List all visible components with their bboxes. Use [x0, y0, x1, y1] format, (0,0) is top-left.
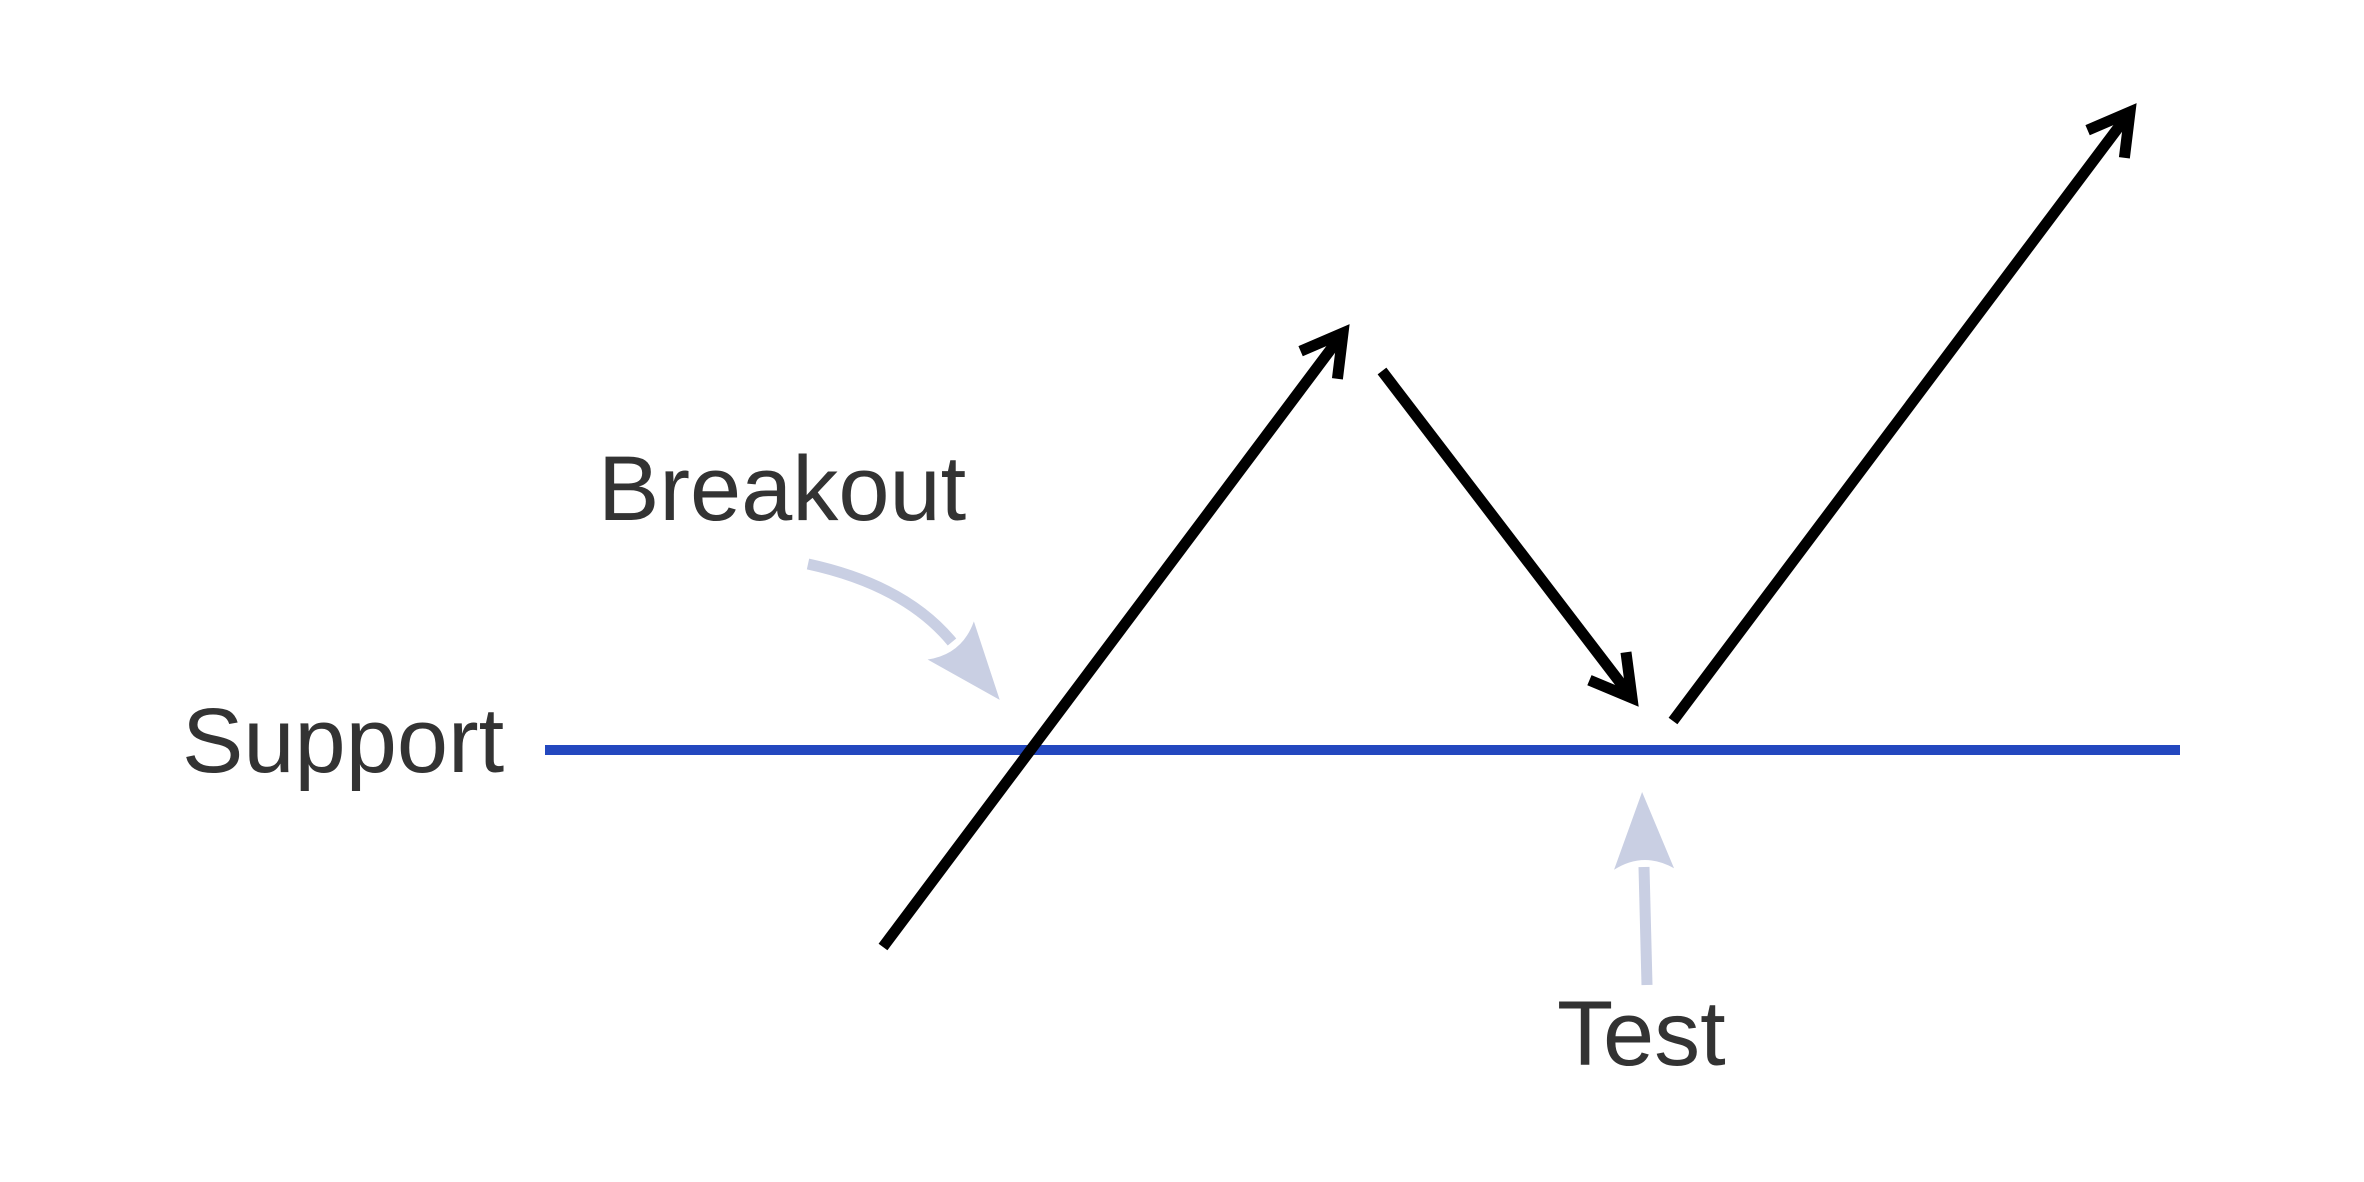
support-label: Support: [182, 690, 505, 792]
pullback-arrow: [1377, 367, 1639, 707]
test-pointer-arrow: [1614, 792, 1675, 986]
breakout-label: Breakout: [598, 438, 967, 540]
price-rally-arrow: [878, 324, 1350, 951]
breakout-pointer-arrow: [806, 558, 1000, 700]
continuation-arrow: [1668, 103, 2137, 725]
test-label: Test: [1557, 983, 1726, 1085]
